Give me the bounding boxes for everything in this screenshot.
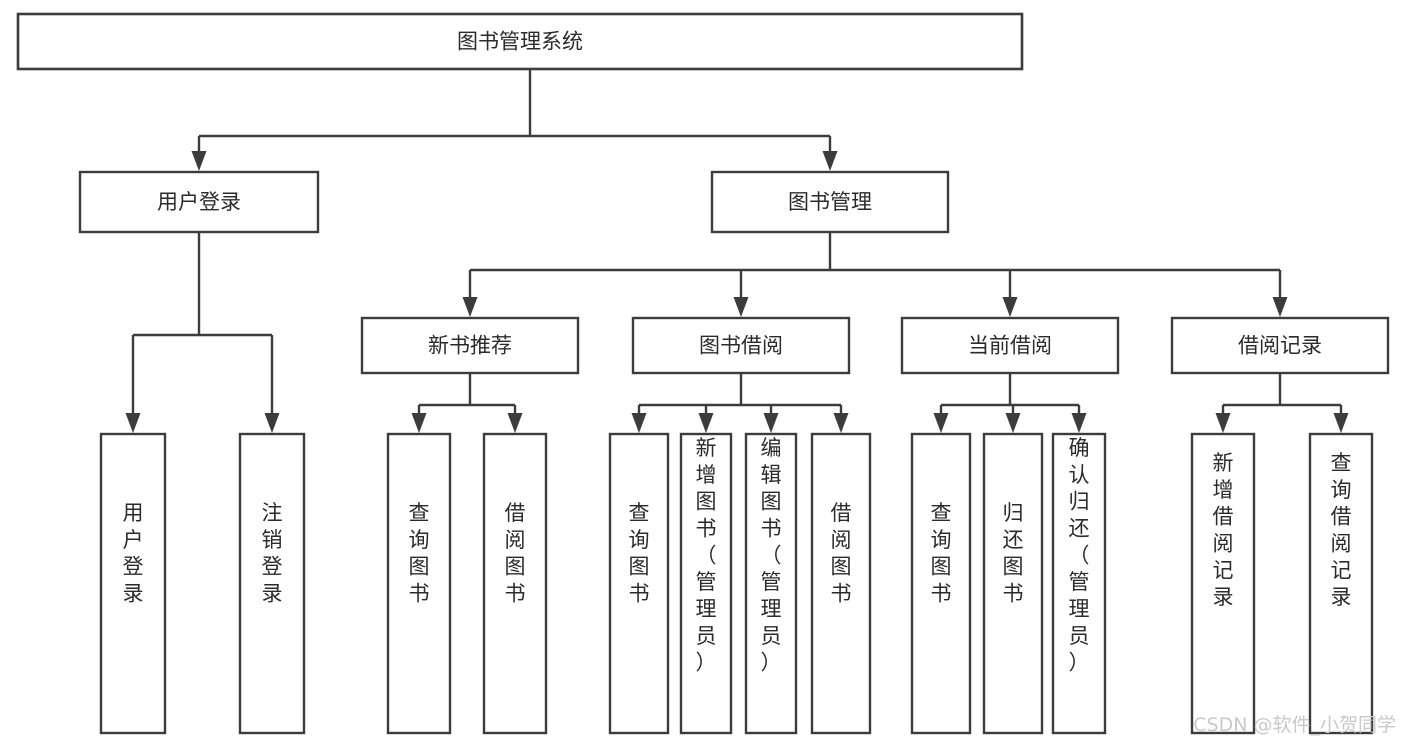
arrowhead-book-manage-to-borrow [733,297,749,317]
arrowhead-record-to-leaf1 [1215,413,1231,433]
arrowhead-book-manage-to-record [1272,297,1288,317]
node-leaf-query-book-1[interactable]: 查询图书 [386,432,452,735]
node-box-leaf-add-book [679,432,733,735]
node-leaf-borrow-book-1[interactable]: 借阅图书 [482,432,548,735]
node-box-leaf-query-book-2 [608,432,670,735]
node-leaf-user-login[interactable]: 用户登录 [99,432,167,735]
node-label-leaf-add-record: 新增借阅记录 [1213,451,1234,609]
node-label-leaf-add-book: 新增图书（管理员） [696,436,717,675]
node-label-current-borrow: 当前借阅 [968,334,1052,358]
arrowhead-book-manage-to-current [1002,297,1018,317]
arrowhead-record-to-leaf2 [1333,413,1349,433]
node-box-leaf-logout [238,432,306,735]
node-box-leaf-edit-book [744,432,798,735]
node-book-borrow[interactable]: 图书借阅 [631,316,851,375]
node-label-leaf-query-book-2: 查询图书 [629,501,650,606]
node-box-user-login [78,170,320,234]
node-leaf-confirm-return[interactable]: 确认归还（管理员） [1051,432,1107,735]
node-leaf-query-record[interactable]: 查询借阅记录 [1308,432,1374,735]
node-label-root: 图书管理系统 [457,30,583,54]
node-label-leaf-query-book-1: 查询图书 [409,501,430,606]
node-borrow-record[interactable]: 借阅记录 [1170,316,1390,375]
arrowhead-current-to-leaf2 [1005,413,1021,433]
node-label-leaf-borrow-book-2: 借阅图书 [831,501,852,606]
node-box-root [16,12,1024,71]
node-box-leaf-borrow-book-2 [810,432,872,735]
node-layer: 图书管理系统用户登录图书管理新书推荐图书借阅当前借阅借阅记录用户登录注销登录查询… [16,12,1390,735]
node-label-new-book-recommend: 新书推荐 [428,334,512,358]
arrowhead-rec-to-leaf1 [411,413,427,433]
node-box-new-book-recommend [360,316,580,375]
node-leaf-query-book-3[interactable]: 查询图书 [910,432,972,735]
node-leaf-logout[interactable]: 注销登录 [238,432,306,735]
arrowhead-root-to-user-login [191,151,207,171]
node-leaf-query-book-2[interactable]: 查询图书 [608,432,670,735]
arrowhead-current-to-leaf1 [933,413,949,433]
node-label-book-borrow: 图书借阅 [699,334,783,358]
node-box-book-borrow [631,316,851,375]
node-box-leaf-return-book [982,432,1044,735]
node-box-leaf-query-book-3 [910,432,972,735]
node-book-manage[interactable]: 图书管理 [710,170,950,234]
node-label-user-login: 用户登录 [157,190,241,214]
node-label-leaf-borrow-book-1: 借阅图书 [505,501,526,606]
node-leaf-add-book[interactable]: 新增图书（管理员） [679,432,733,735]
node-box-leaf-query-book-1 [386,432,452,735]
arrowhead-current-to-leaf3 [1071,413,1087,433]
node-label-leaf-confirm-return: 确认归还（管理员） [1069,436,1090,675]
arrowhead-user-login-to-leaf2 [264,413,280,433]
arrowhead-borrow-to-leaf2 [698,413,714,433]
node-leaf-borrow-book-2[interactable]: 借阅图书 [810,432,872,735]
arrowhead-rec-to-leaf2 [507,413,523,433]
node-label-leaf-logout: 注销登录 [262,501,283,606]
node-root[interactable]: 图书管理系统 [16,12,1024,71]
node-leaf-add-record[interactable]: 新增借阅记录 [1190,432,1256,735]
arrowhead-borrow-to-leaf1 [631,413,647,433]
node-label-leaf-edit-book: 编辑图书（管理员） [761,436,782,675]
node-box-leaf-borrow-book-1 [482,432,548,735]
node-box-leaf-add-record [1190,432,1256,735]
node-current-borrow[interactable]: 当前借阅 [900,316,1120,375]
arrowhead-root-to-book-manage [822,151,838,171]
arrowhead-borrow-to-leaf3 [763,413,779,433]
node-box-current-borrow [900,316,1120,375]
node-user-login[interactable]: 用户登录 [78,170,320,234]
node-label-leaf-query-record: 查询借阅记录 [1331,451,1352,609]
node-label-leaf-user-login: 用户登录 [123,501,144,606]
node-box-leaf-user-login [99,432,167,735]
arrowhead-user-login-to-leaf1 [125,413,141,433]
node-leaf-return-book[interactable]: 归还图书 [982,432,1044,735]
arrowhead-book-manage-to-rec [462,297,478,317]
node-leaf-edit-book[interactable]: 编辑图书（管理员） [744,432,798,735]
node-box-leaf-confirm-return [1051,432,1107,735]
node-label-book-manage: 图书管理 [788,190,872,214]
csdn-watermark: CSDN @软件_小贺同学 [1193,714,1396,736]
node-new-book-recommend[interactable]: 新书推荐 [360,316,580,375]
connector-layer [125,69,1349,433]
node-box-borrow-record [1170,316,1390,375]
node-box-leaf-query-record [1308,432,1374,735]
arrowhead-borrow-to-leaf4 [833,413,849,433]
node-box-book-manage [710,170,950,234]
node-label-leaf-return-book: 归还图书 [1003,501,1024,606]
node-label-leaf-query-book-3: 查询图书 [931,501,952,606]
node-label-borrow-record: 借阅记录 [1238,334,1322,358]
